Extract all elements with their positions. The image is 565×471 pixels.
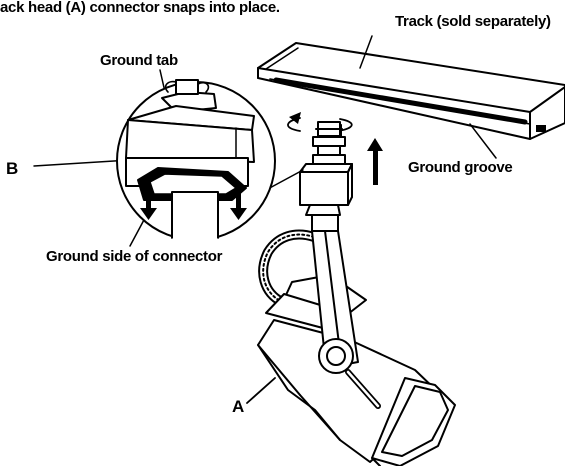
label-ground-side: Ground side of connector	[46, 248, 223, 265]
track-rail	[257, 42, 565, 140]
leader-a	[246, 377, 276, 404]
leader-track	[359, 35, 373, 69]
power-cord	[258, 229, 319, 307]
label-part-b: B	[6, 159, 18, 178]
connector-head	[299, 121, 353, 206]
label-ground-groove: Ground groove	[408, 159, 513, 176]
detail-view	[116, 79, 276, 242]
label-part-a: A	[232, 397, 244, 416]
fixture-arm	[305, 204, 381, 409]
leader-b	[33, 159, 131, 167]
caption-text: ack head (A) connector snaps into place.	[0, 0, 280, 16]
up-arrow-icon	[367, 138, 383, 185]
callout-line	[265, 169, 304, 191]
leader-ground-groove	[469, 123, 497, 159]
label-track: Track (sold separately)	[395, 13, 551, 30]
label-ground-tab: Ground tab	[100, 52, 178, 69]
fixture-body	[257, 274, 456, 467]
